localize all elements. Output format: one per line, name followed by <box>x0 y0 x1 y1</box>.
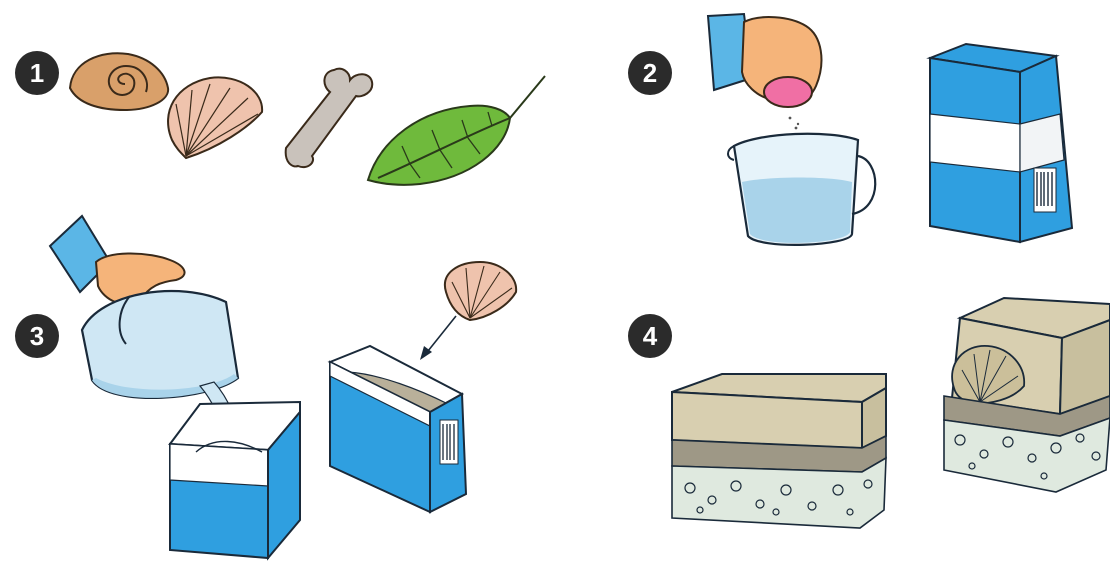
step-1-number: 1 <box>30 58 44 88</box>
sand-carton-icon <box>330 346 466 512</box>
step-2-number: 2 <box>643 58 657 88</box>
layered-block-icon <box>672 374 886 528</box>
arrow-icon <box>420 316 456 360</box>
milk-carton-icon <box>930 44 1072 242</box>
cut-block-icon <box>944 298 1110 492</box>
step-4-number: 4 <box>643 321 658 351</box>
plaster-powder-icon <box>764 77 812 107</box>
sand-carton-barcode-icon <box>440 420 458 464</box>
bone-icon <box>286 69 373 167</box>
measuring-jug-icon <box>728 134 875 245</box>
step-2-badge: 2 <box>628 51 672 95</box>
barcode-icon <box>1034 168 1056 212</box>
scallop-shell-icon <box>168 77 262 158</box>
filling-carton-icon <box>170 402 300 558</box>
spiral-shell-icon <box>70 53 168 110</box>
step-4-badge: 4 <box>628 314 672 358</box>
step-3-number: 3 <box>30 321 44 351</box>
step-1-badge: 1 <box>15 51 59 95</box>
leaf-icon <box>368 76 545 185</box>
step-3-badge: 3 <box>15 314 59 358</box>
dropped-shell-icon <box>445 262 516 320</box>
